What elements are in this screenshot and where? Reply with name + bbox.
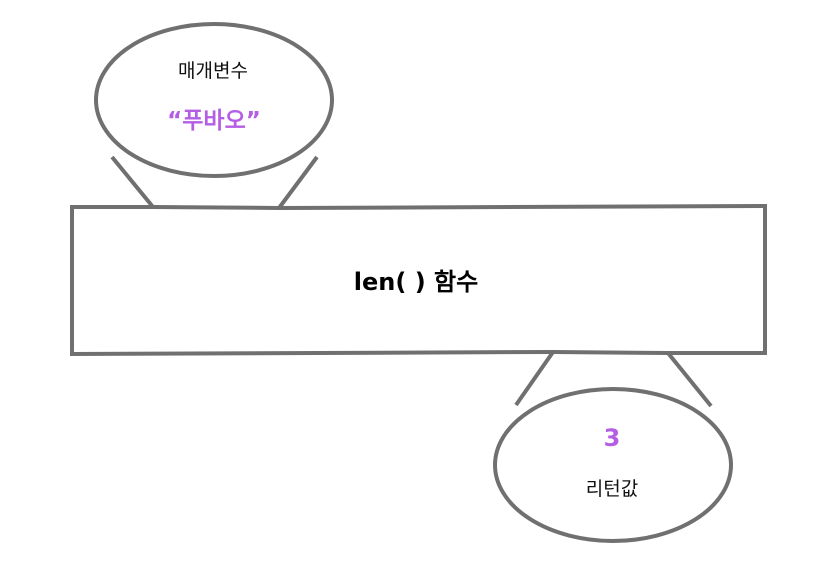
function-box	[70, 203, 767, 357]
input-connector-left	[110, 155, 155, 209]
return-ellipse	[493, 387, 733, 543]
parameter-ellipse	[94, 22, 334, 178]
input-connector-right	[277, 155, 319, 210]
function-name: len( ) 함수	[353, 268, 479, 296]
return-label: 리턴값	[585, 478, 639, 500]
parameter-value: “푸바오”	[167, 108, 261, 134]
output-connector-left	[514, 350, 555, 407]
return-value: 3	[603, 424, 621, 452]
parameter-label: 매개변수	[178, 60, 248, 82]
output-connector-right	[666, 351, 713, 408]
